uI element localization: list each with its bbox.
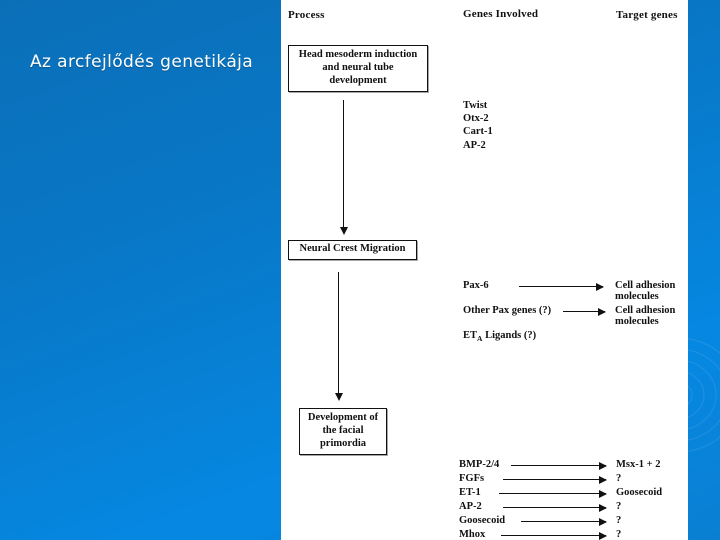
column-header-genes-involved: Genes Involved [463,8,539,20]
gene-target-row: Other Pax genes (?) Cell adhesion molecu… [463,305,683,327]
gene-target-row: ET-1 Goosecoid [459,487,684,501]
gene-target-line2: molecules [615,291,659,302]
gene-target-line1: Cell adhesion [615,305,676,316]
gene-target-row: BMP-2/4 Msx-1 + 2 [459,459,684,473]
gene-target: Cell adhesion molecules [615,305,675,327]
gene-source: Pax-6 [463,280,489,291]
gene-item: AP-2 [463,139,486,151]
relation-arrow [501,531,607,540]
page-title: Az arcfejlődés genetikája [30,52,254,72]
flow-arrow-2 [334,272,343,401]
relation-arrow [521,517,607,526]
relation-arrow [503,503,607,512]
flow-arrow-1 [339,100,348,235]
gene-target: ? [616,501,622,512]
gene-item: Otx-2 [463,113,489,125]
diagram-panel: Process Genes Involved Target genes Head… [281,0,688,540]
gene-source: FGFs [459,473,485,484]
relation-arrow [563,307,606,316]
process-box-head-mesoderm: Head mesoderm induction and neural tube … [288,45,428,93]
gene-target: Msx-1 + 2 [616,459,661,470]
gene-target-row: FGFs ? [459,473,684,487]
gene-source: Other Pax genes (?) [463,305,552,316]
gene-item: Twist [463,100,488,111]
gene-target: ? [616,473,622,484]
gene-target-line1: Cell adhesion [615,280,676,291]
subscript-a: A [477,334,483,344]
gene-target-row: Mhox ? [459,529,684,540]
gene-source: Goosecoid [459,515,506,526]
process-box-facial-primordia: Development of the facial primordia [299,408,387,456]
gene-target-line2: molecules [615,316,659,327]
column-header-process: Process [288,9,325,21]
gene-target: ? [616,529,622,540]
process-box-neural-crest-migration: Neural Crest Migration [288,240,417,260]
gene-target: Cell adhesion molecules [615,280,675,302]
gene-target: ? [616,515,622,526]
gene-source: Mhox [459,529,486,540]
stage1-gene-list: Twist Otx-2 Cart-1 AP-2 [463,99,493,152]
gene-item: Cart-1 [463,126,493,138]
gene-target-row: AP-2 ? [459,501,684,515]
gene-source: AP-2 [459,501,482,512]
relation-arrow [519,282,604,291]
gene-source: ET-1 [459,487,481,498]
gene-source-et-a-ligands: ETA Ligands (?) [463,330,537,344]
gene-target-row: Goosecoid ? [459,515,684,529]
relation-arrow [503,475,607,484]
gene-target: Goosecoid [616,487,663,498]
gene-source: BMP-2/4 [459,459,500,470]
gene-target-row: Pax-6 Cell adhesion molecules [463,280,683,302]
column-header-target-genes: Target genes [616,9,678,21]
relation-arrow [499,489,607,498]
relation-arrow [511,461,607,470]
